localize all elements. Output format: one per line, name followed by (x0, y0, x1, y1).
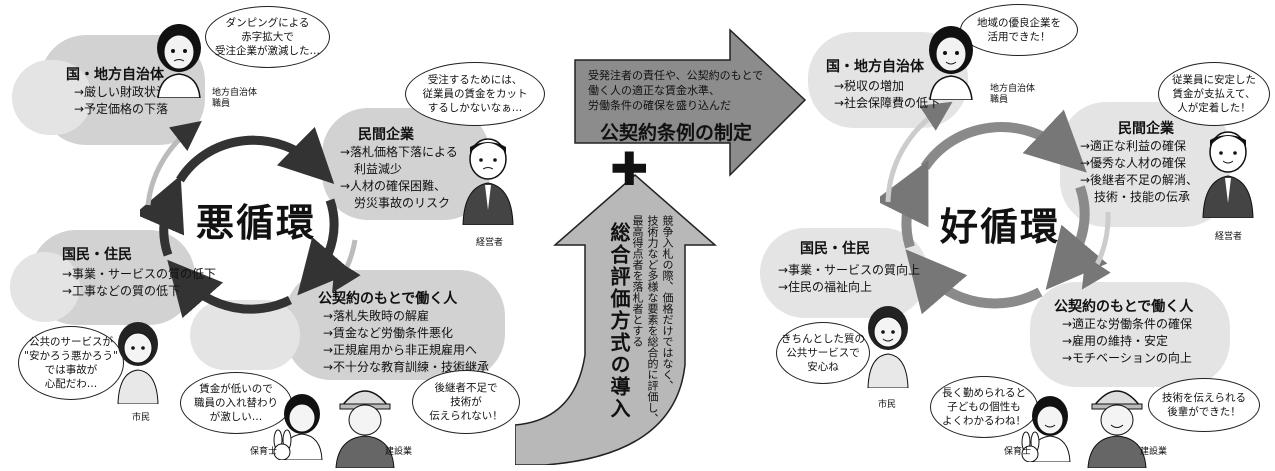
manager-person-icon (462, 138, 514, 225)
right-government-item: →税収の増加 (834, 79, 905, 93)
childcare-worker-person-icon (273, 394, 323, 460)
right-company-item: →後継者不足の解消、 (1080, 173, 1199, 187)
right-construction-role: 建設業 (1140, 447, 1168, 457)
government-official-person-icon (157, 24, 201, 98)
left-workers-item: →賃金など労働条件悪化 (323, 326, 454, 340)
government-official-person-icon (929, 26, 973, 100)
left-government-item: →予定価格の下落 (74, 102, 169, 116)
right-workers-item: →雇用の維持・安定 (1062, 334, 1169, 348)
left-company-role: 経営者 (476, 238, 504, 248)
left-company-title: 民間企業 (358, 127, 414, 143)
left-childcare-speech: 賃金が低いので職員の入れ替わりが激しい… (180, 372, 292, 434)
left-childcare-role: 保育士 (250, 447, 278, 457)
left-workers-item: →正規雇用から非正規雇用へ (323, 343, 478, 357)
construction-worker-person-icon (1087, 390, 1147, 468)
right-company-item: →適正な利益の確保 (1080, 139, 1187, 153)
right-government-item: →社会保障費の低下 (834, 96, 941, 110)
left-citizens-items: →事業・サービスの質の低下 →工事などの質の低下 (62, 266, 216, 300)
right-workers-cloud (1030, 282, 1230, 387)
right-company-title: 民間企業 (1118, 121, 1174, 137)
ordinance-description: 受発注者の責任や、公契約のもとで 働く人の適正な賃金水準、 労働条件の確保を盛り… (588, 69, 764, 112)
left-company-cloud (322, 108, 490, 220)
left-company-item: 利益減少 (354, 162, 403, 176)
right-childcare-speech: 長く勤められると子どもの個性もよくわかるわね！ (930, 376, 1038, 438)
left-company-speech: 受注するためには、従業員の賃金をカットするしかないなぁ… (405, 62, 545, 126)
right-citizens-role: 市民 (878, 400, 897, 410)
plus-icon: ✚ (610, 142, 649, 196)
left-government-item: →厳しい財政状況 (74, 85, 169, 99)
left-construction-role: 建設業 (385, 447, 413, 457)
right-citizens-speech: きちんとした質の公共サービスで安心ね (776, 322, 870, 384)
citizen-person-icon (117, 322, 159, 404)
right-citizens-item: →事業・サービスの質向上 (778, 263, 921, 277)
left-citizens-role: 市民 (132, 413, 151, 423)
left-company-item: 労災事故のリスク (354, 196, 451, 210)
left-government-items: →厳しい財政状況 →予定価格の下落 (74, 84, 168, 118)
right-center-label: 好循環 (940, 205, 1061, 249)
right-government-role: 地方自治体職員 (990, 84, 1036, 105)
right-workers-title: 公契約のもとで働く人 (1054, 299, 1194, 315)
left-government-cloud-puff (12, 60, 92, 135)
left-citizens-cloud-puff (10, 252, 80, 322)
right-cycle-arrows (880, 101, 1111, 315)
right-company-speech: 従業員に安定した賃金が支払えて、人が定着した！ (1158, 62, 1270, 126)
left-citizens-item: →工事などの質の低下 (62, 284, 181, 298)
left-company-item: →人材の確保困難、 (340, 179, 447, 193)
construction-worker-person-icon (335, 390, 395, 468)
evaluation-method-description: 競争入札の際、価格だけではなく、 技術力など多様な要素を総合的に評価し、 最高得… (631, 215, 674, 424)
left-government-title: 国・地方自治体 (66, 67, 164, 83)
left-citizens-speech: 公共のサービスが"安かろう悪かろう"では事故が心配だわ… (18, 326, 124, 400)
left-citizens-title: 国民・住民 (62, 247, 132, 263)
ordinance-title: 公契約条例の制定 (600, 122, 753, 144)
right-government-items: →税収の増加 →社会保障費の低下 (834, 78, 940, 112)
left-construction-speech: 後継者不足で技術が伝えられない！ (412, 370, 520, 434)
childcare-worker-person-icon (1021, 396, 1071, 462)
manager-person-icon (1202, 131, 1254, 218)
left-cycle-arrows (140, 120, 361, 319)
right-citizens-items: →事業・サービスの質向上 →住民の福祉向上 (778, 262, 920, 296)
right-workers-item: →モチベーションの向上 (1062, 351, 1192, 365)
left-government-role: 地方自治体職員 (212, 88, 258, 109)
right-workers-items: →適正な労働条件の確保 →雇用の維持・安定 →モチベーションの向上 (1062, 316, 1192, 367)
right-citizens-cloud (760, 228, 928, 318)
right-government-title: 国・地方自治体 (826, 59, 924, 75)
left-workers-title: 公契約のもとで働く人 (318, 291, 458, 307)
citizen-person-icon (867, 306, 909, 388)
right-workers-item: →適正な労働条件の確保 (1062, 317, 1193, 331)
left-workers-item: →落札失敗時の解雇 (323, 309, 430, 323)
evaluation-method-title: 総合評価方式の導入 (607, 222, 631, 420)
left-workers-items: →落札失敗時の解雇 →賃金など労働条件悪化 →正規雇用から非正規雇用へ →不十分… (323, 308, 489, 376)
right-citizens-title: 国民・住民 (800, 241, 870, 257)
right-citizens-item: →住民の福祉向上 (778, 280, 873, 294)
left-citizens-item: →事業・サービスの質の低下 (62, 267, 217, 281)
right-company-role: 経営者 (1215, 232, 1243, 242)
right-construction-speech: 技術を伝えられる後輩ができた！ (1148, 378, 1260, 432)
left-center-label: 悪循環 (196, 201, 317, 245)
right-company-items: →適正な利益の確保 →優秀な人材の確保 →後継者不足の解消、 技術・技能の伝承 (1080, 138, 1198, 206)
right-company-item: →優秀な人材の確保 (1080, 156, 1187, 170)
right-childcare-role: 保育士 (1004, 447, 1032, 457)
left-government-speech: ダンピングによる赤字拡大で受注企業が激減した… (205, 6, 330, 68)
left-company-item: →落札価格下落による (340, 145, 458, 159)
middle-arrows (515, 28, 807, 465)
right-company-item: 技術・技能の伝承 (1094, 190, 1191, 204)
left-workers-item: →不十分な教育訓練・技術継承 (323, 360, 490, 374)
left-company-items: →落札価格下落による 利益減少 →人材の確保困難、 労災事故のリスク (340, 144, 458, 212)
